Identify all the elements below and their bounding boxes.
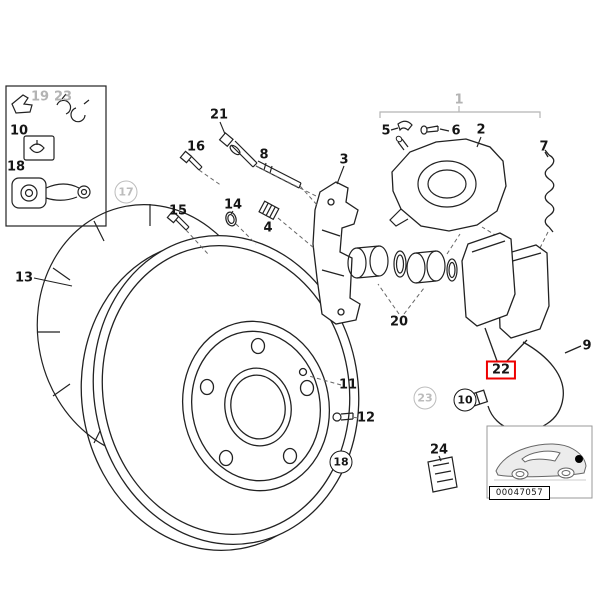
- callout-22-highlighted[interactable]: 22: [485, 360, 517, 380]
- bleed-screw-drawing: [397, 138, 409, 151]
- bolt-16-drawing: [179, 150, 193, 164]
- callout-2[interactable]: 2: [476, 122, 486, 138]
- piston-seals-drawing: [347, 245, 458, 284]
- callout-15[interactable]: 15: [168, 203, 188, 219]
- guide-bolts-drawing: [166, 132, 302, 231]
- c-clip-23b-drawing: [70, 107, 86, 123]
- leader-lines-solid: [33, 121, 345, 287]
- rubber-mount-18-drawing: [11, 177, 47, 209]
- guide-pin-4-drawing: [258, 200, 280, 221]
- callout-16[interactable]: 16: [186, 139, 206, 155]
- callout-18-box[interactable]: 18: [6, 159, 26, 175]
- guide-pin-8-drawing: [255, 160, 302, 189]
- callout-23-mid[interactable]: 23: [413, 386, 437, 410]
- bolt-21-drawing: [218, 132, 234, 148]
- image-code-plate: 00047057: [489, 486, 550, 500]
- callout-7[interactable]: 7: [539, 139, 549, 155]
- seal-ring-14-drawing: [225, 211, 237, 227]
- callout-10-mid[interactable]: 10: [453, 388, 477, 412]
- callout-24[interactable]: 24: [429, 442, 449, 458]
- location-dot: [575, 455, 583, 463]
- bolt-15-drawing: [166, 210, 180, 224]
- set-screw-drawing: [332, 412, 354, 422]
- leader-lines-dashed: [185, 165, 549, 419]
- callout-6[interactable]: 6: [451, 123, 461, 139]
- hub-bore-drawing: [224, 367, 292, 447]
- holder-10-drawing: [23, 135, 55, 161]
- clip-5-drawing: [397, 120, 413, 132]
- callout-3[interactable]: 3: [339, 152, 349, 168]
- callout-10-box[interactable]: 10: [9, 123, 29, 139]
- callout-14[interactable]: 14: [223, 197, 243, 213]
- hardware-box: [5, 85, 107, 227]
- callout-5[interactable]: 5: [381, 123, 391, 139]
- callout-4[interactable]: 4: [263, 220, 273, 236]
- callout-23-top[interactable]: 23: [53, 89, 73, 105]
- set-screw-hole-drawing: [298, 367, 308, 377]
- callout-13[interactable]: 13: [14, 270, 34, 286]
- c-clip-23a-drawing: [56, 99, 72, 115]
- callout-1[interactable]: 1: [454, 92, 464, 108]
- callout-9[interactable]: 9: [582, 338, 592, 354]
- car-thumbnail: [486, 425, 593, 499]
- callout-18-mid[interactable]: 18: [329, 450, 353, 474]
- callout-11[interactable]: 11: [338, 377, 358, 393]
- screw-6-drawing: [420, 125, 428, 135]
- callout-12[interactable]: 12: [356, 410, 376, 426]
- callout-21[interactable]: 21: [209, 107, 229, 123]
- retaining-clips-drawing: [390, 120, 450, 135]
- caliper-drawing: [379, 106, 541, 232]
- shim-drawing: [427, 455, 458, 493]
- callout-20[interactable]: 20: [389, 314, 409, 330]
- wear-sensor-drawing: [463, 341, 582, 432]
- pad-outer-drawing: [461, 232, 516, 327]
- brake-pads-drawing: [461, 232, 550, 362]
- callout-8[interactable]: 8: [259, 147, 269, 163]
- spring-drawing: [544, 149, 555, 233]
- carrier-drawing: [312, 181, 361, 325]
- callout-17[interactable]: 17: [114, 180, 138, 204]
- clip-19-drawing: [11, 94, 33, 114]
- brake-disc-drawing: [80, 234, 360, 552]
- callout-19[interactable]: 19: [30, 89, 50, 105]
